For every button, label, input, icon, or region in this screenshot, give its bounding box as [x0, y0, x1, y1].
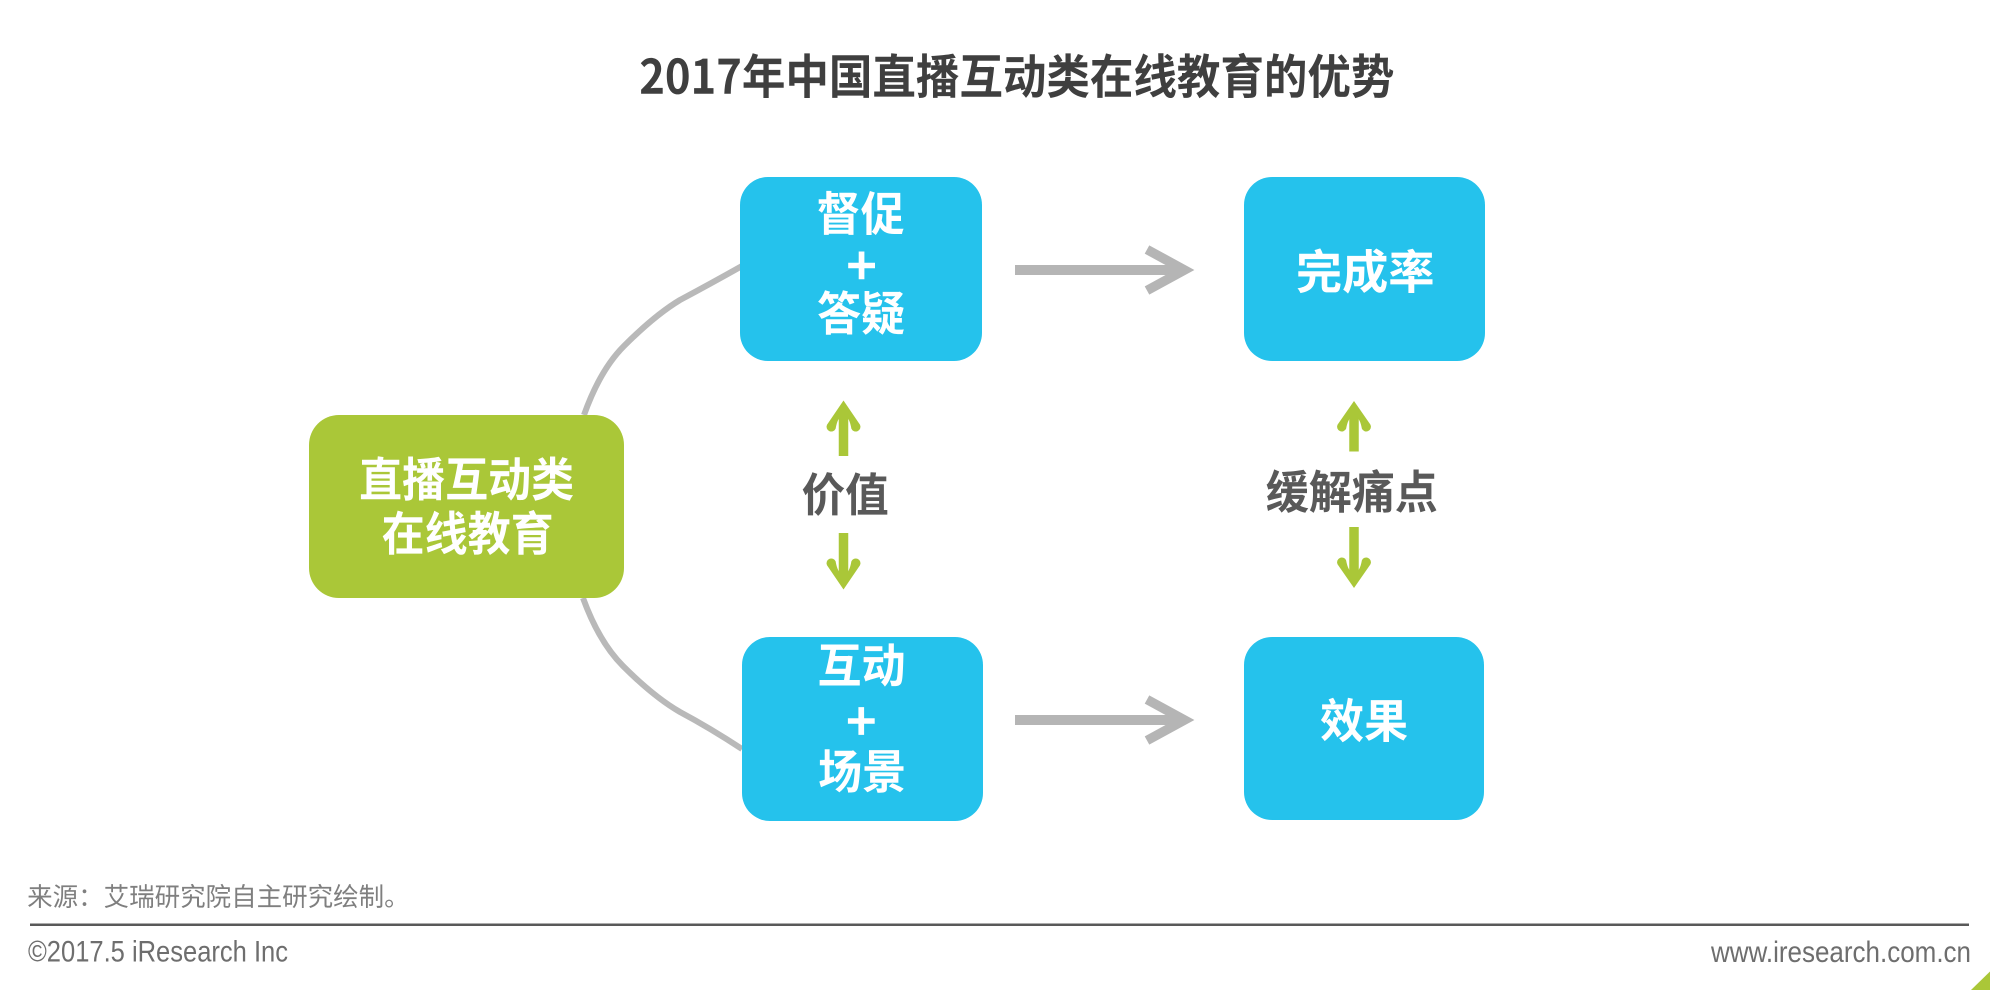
svg-text:www.iresearch.com.cn: www.iresearch.com.cn	[1710, 936, 1971, 969]
svg-text:©2017.5 iResearch Inc: ©2017.5 iResearch Inc	[28, 936, 288, 969]
